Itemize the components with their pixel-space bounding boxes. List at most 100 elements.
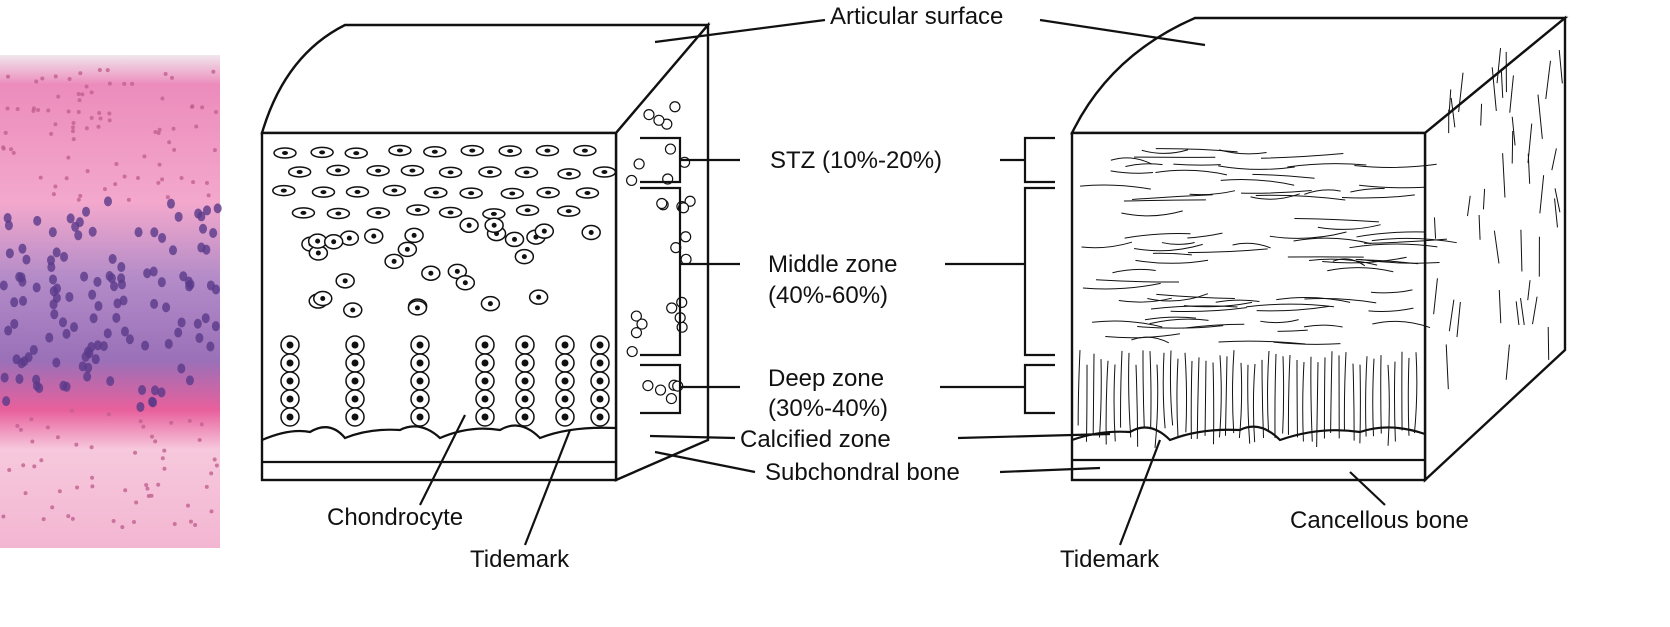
histology-cell	[170, 75, 175, 80]
chondrocyte-nucleus	[596, 413, 604, 421]
chondrocyte-cell	[654, 384, 667, 396]
collagen-fiber-vertical	[1274, 353, 1277, 438]
chondrocyte-nucleus	[447, 210, 454, 215]
histology-cell	[53, 74, 58, 79]
histology-cell	[71, 120, 76, 125]
chondrocyte-cell	[680, 231, 692, 243]
right-block-top-face	[1070, 16, 1569, 135]
collagen-fiber-side	[1502, 153, 1506, 198]
chondrocyte-nucleus	[486, 170, 493, 175]
histology-cell	[0, 280, 8, 291]
collagen-fiber-vertical	[1212, 362, 1215, 445]
histology-cell	[103, 328, 112, 339]
collagen-fiber-vertical	[1184, 352, 1188, 433]
collagen-fiber	[1293, 237, 1372, 245]
collagen-fiber	[1173, 163, 1221, 166]
histology-cell	[91, 354, 100, 365]
histology-cell	[71, 137, 76, 142]
collagen-fiber-side	[1551, 148, 1557, 171]
histology-cell	[90, 484, 95, 489]
histology-cell	[156, 130, 161, 135]
collagen-fiber	[1371, 289, 1413, 294]
histology-cell	[197, 211, 206, 222]
histology-cell	[113, 182, 118, 187]
histology-cell	[90, 475, 95, 480]
collagen-fiber-side	[1505, 344, 1510, 380]
collagen-fiber	[1105, 333, 1180, 339]
histology-cell	[77, 98, 82, 103]
histology-cell	[94, 301, 103, 312]
histology-cell	[107, 81, 112, 86]
label-middle-zone-percent: (40%-60%)	[768, 282, 888, 309]
histology-cell	[97, 68, 102, 73]
histology-cell	[117, 273, 126, 284]
chondrocyte-nucleus	[432, 190, 439, 195]
chondrocyte-nucleus	[541, 228, 547, 234]
histology-cell	[157, 277, 166, 288]
chondrocyte-nucleus	[371, 233, 377, 239]
histology-cell	[162, 302, 171, 313]
histology-cell	[45, 425, 50, 430]
collagen-fiber-vertical	[1190, 360, 1193, 439]
collagen-fiber	[1110, 170, 1154, 174]
collagen-fiber-side	[1491, 67, 1497, 111]
chondrocyte-nucleus	[428, 270, 434, 276]
histology-cell	[24, 352, 33, 363]
collagen-fiber	[1304, 297, 1377, 304]
histology-cell	[89, 445, 94, 450]
chondrocyte-cell	[636, 318, 648, 330]
collagen-fiber	[1187, 248, 1268, 254]
histology-cell	[78, 193, 83, 198]
chondrocyte-nucleus	[335, 168, 342, 173]
collagen-fiber-vertical	[1149, 351, 1152, 428]
collagen-fiber-vertical	[1085, 364, 1088, 442]
chondrocyte-nucleus	[490, 211, 497, 216]
histology-cell	[105, 68, 110, 73]
chondrocyte-nucleus	[468, 191, 475, 196]
collagen-fiber	[1141, 149, 1189, 154]
collagen-fiber-vertical	[1330, 351, 1333, 433]
chondrocyte-cell	[664, 143, 677, 155]
chondrocyte-nucleus	[296, 169, 303, 174]
chondrocyte-nucleus	[320, 295, 326, 301]
histology-cell	[191, 180, 196, 185]
collagen-fiber	[1303, 324, 1343, 328]
leader-lines	[419, 18, 1386, 546]
histology-cell	[57, 489, 62, 494]
collagen-fiber-vertical	[1252, 363, 1256, 443]
histology-cell	[148, 396, 157, 407]
collagen-fiber-side	[1450, 97, 1456, 128]
chondrocyte-cell	[642, 379, 654, 392]
label-middle-zone: Middle zone	[768, 251, 897, 278]
histology-cell	[213, 110, 218, 115]
histology-cell	[107, 118, 112, 123]
histology-cell	[199, 422, 204, 427]
chondrocyte-nucleus	[342, 278, 348, 284]
histology-cell	[6, 74, 11, 79]
histology-cell	[76, 197, 81, 202]
chondrocyte-nucleus	[596, 359, 604, 367]
collagen-fiber-vertical	[1343, 352, 1347, 432]
histology-cell	[15, 373, 24, 384]
histology-cell	[171, 126, 176, 131]
histology-cell	[185, 375, 194, 386]
histology-cell	[160, 96, 165, 101]
histology-cell	[32, 282, 41, 293]
collagen-fiber	[1304, 189, 1341, 195]
histology-cell	[58, 317, 67, 328]
chondrocyte-cell	[653, 114, 665, 126]
histology-cell	[167, 140, 172, 145]
histology-cell	[0, 372, 9, 383]
chondrocyte-nucleus	[491, 222, 497, 228]
histology-cell	[142, 154, 147, 159]
chondrocyte-nucleus	[416, 395, 424, 403]
histology-cell	[21, 463, 26, 468]
collagen-fiber-vertical	[1077, 350, 1081, 426]
histology-cell	[166, 198, 175, 209]
label-deep-zone-percent: (30%-40%)	[768, 395, 888, 422]
histology-cell	[47, 262, 56, 273]
collagen-fiber	[1308, 258, 1378, 266]
histology-cell	[22, 254, 31, 265]
chondrocyte-nucleus	[409, 168, 416, 173]
collagen-fiber-vertical	[1365, 356, 1368, 437]
